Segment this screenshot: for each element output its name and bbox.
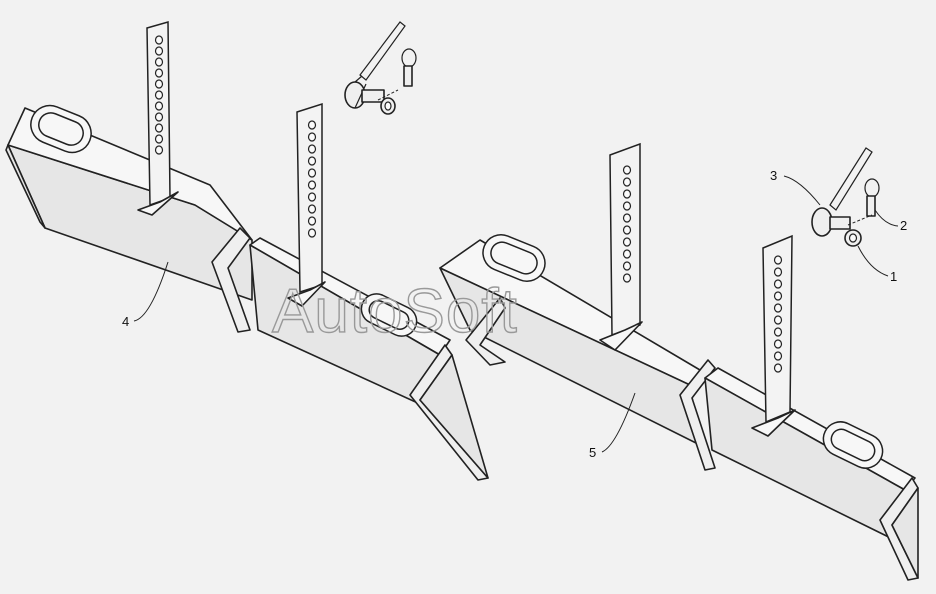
callout-2: 2 (900, 218, 907, 233)
l-pin-handle-top (359, 21, 406, 81)
gusset-right-mid (679, 359, 716, 471)
callout-1: 1 (890, 269, 897, 284)
l-pin-shank-top (361, 89, 385, 103)
hole-column-right-1 (622, 165, 632, 283)
l-pin-handle (829, 147, 873, 211)
callout-5: 5 (589, 445, 596, 460)
pin-assembly-right (811, 147, 880, 247)
hole-plate-right-1-base (599, 321, 643, 351)
hole-plate-right-2-base (751, 409, 796, 437)
hole-column-left-2 (307, 120, 317, 238)
slot-left2-inner (368, 299, 410, 331)
gusset-left-end-face (419, 354, 489, 479)
l-pin-shank (829, 216, 851, 230)
slot-left-end-inner (38, 112, 84, 146)
gusset-right-end-face (891, 487, 919, 579)
ring-clip-top (401, 48, 417, 68)
mount-bar-left (5, 21, 489, 481)
leader-1 (857, 245, 889, 277)
clip-pin (866, 195, 876, 217)
ring-clip (864, 178, 880, 198)
gusset-left-mid (211, 227, 251, 333)
hole-column-right-2 (773, 255, 783, 373)
slot-right-end-inner (830, 428, 876, 462)
watermark-autosoft: AutoSoft (272, 277, 518, 346)
hole-plate-left-1-base (137, 191, 179, 216)
l-pin-head (811, 207, 833, 237)
clip-pin-top (403, 65, 413, 87)
leader-3 (783, 175, 821, 206)
pin-assembly-top (344, 21, 417, 115)
callout-4: 4 (122, 314, 129, 329)
mount-bar-right (439, 142, 919, 581)
leader-4 (133, 261, 169, 322)
hole-plate-left-2-base (287, 281, 326, 307)
leader-2 (874, 209, 899, 227)
leader-5 (601, 392, 636, 453)
slot-right-start-inner (490, 241, 538, 275)
callout-3: 3 (770, 168, 777, 183)
hole-column-left-1 (154, 35, 164, 155)
gusset-right-start (465, 297, 506, 366)
beam-left-end (5, 144, 46, 229)
